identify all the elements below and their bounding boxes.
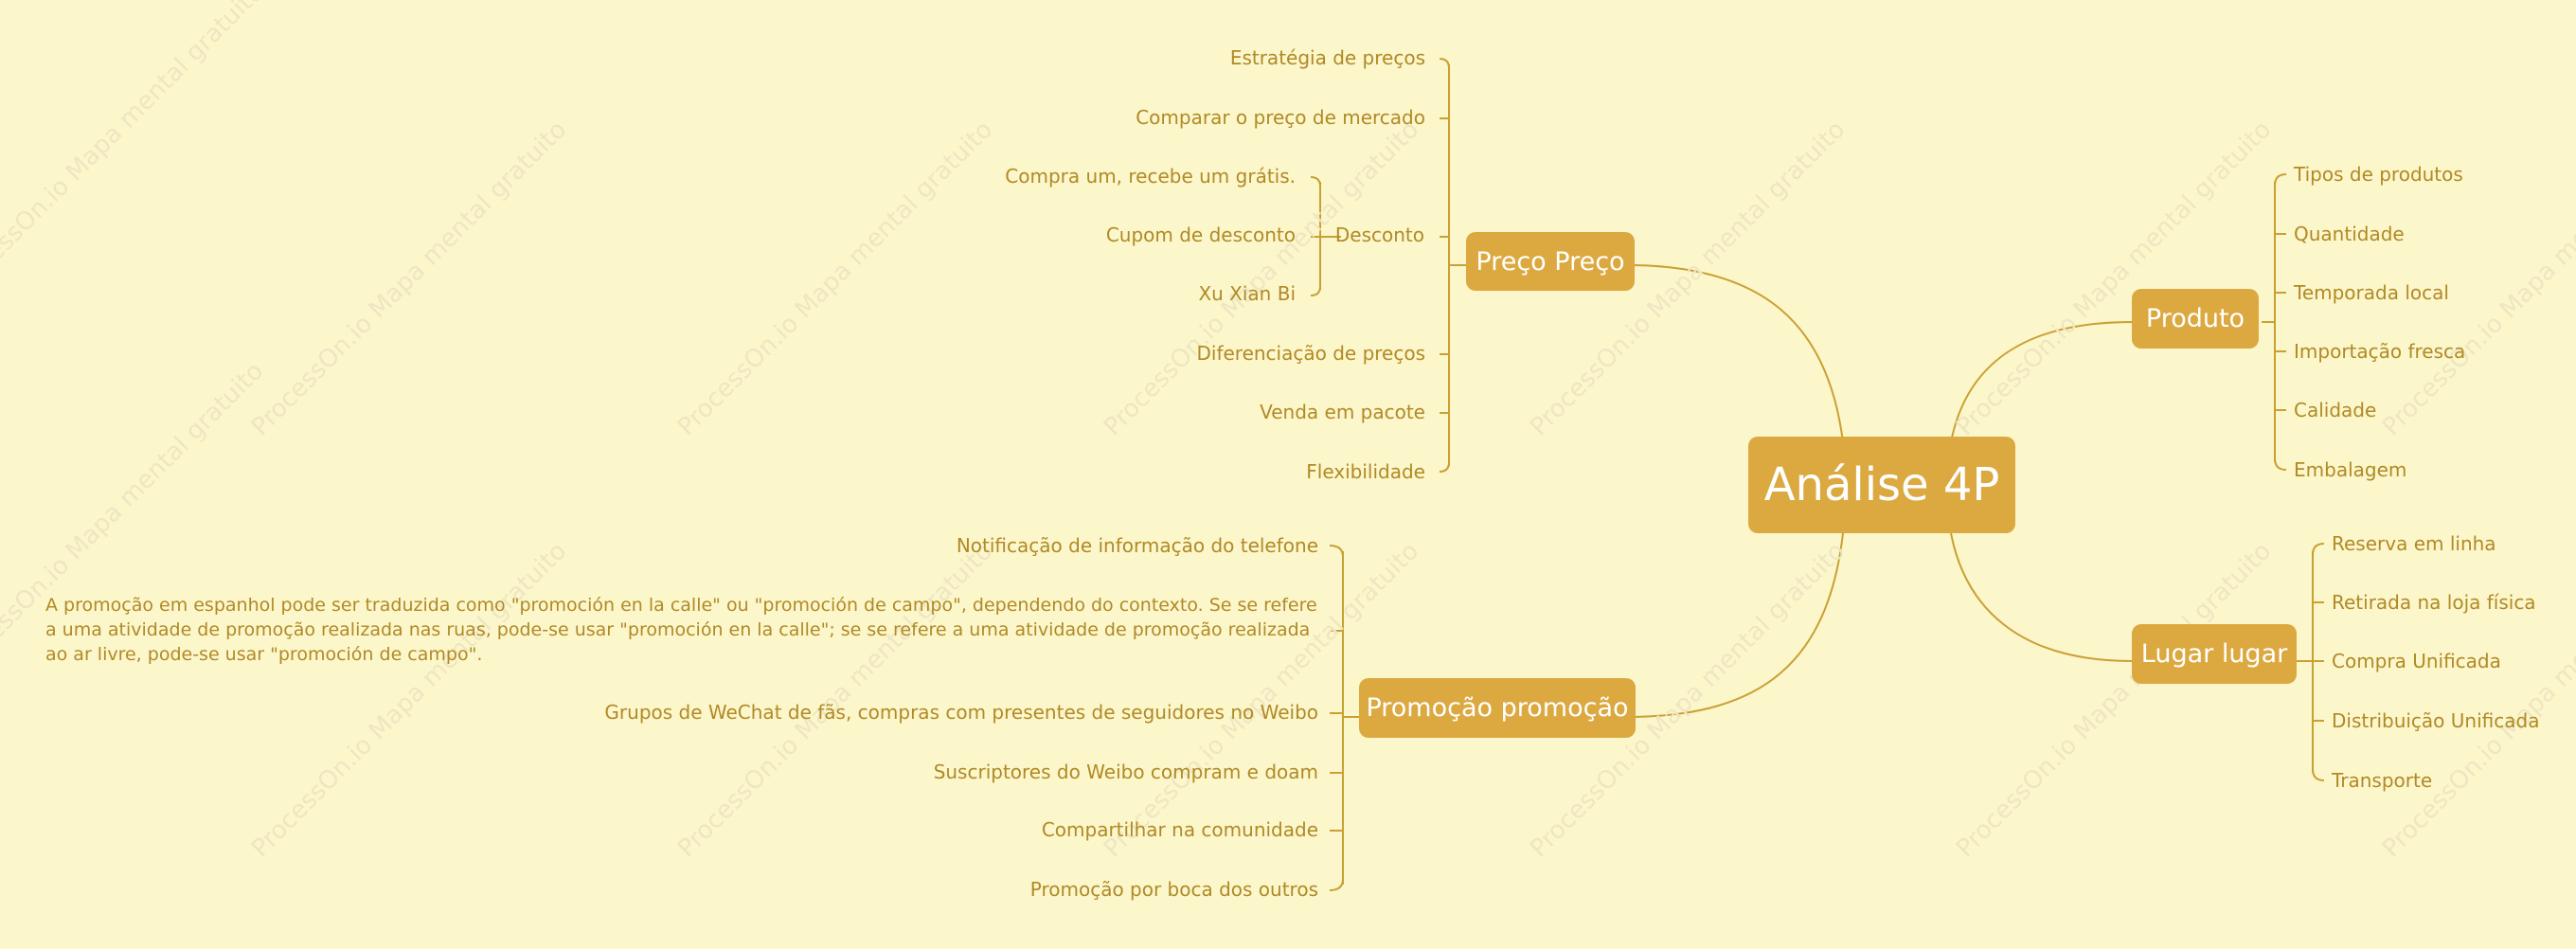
line-root-price [1633, 264, 1844, 443]
line-price-bracket [1439, 58, 1466, 473]
leaf-price-strategy[interactable]: Estratégia de preços [1229, 46, 1425, 69]
leaf-place-distribution[interactable]: Distribuição Unificada [2332, 709, 2540, 732]
leaf-product-quantity[interactable]: Quantidade [2294, 223, 2405, 245]
line-discount-bracket [1310, 176, 1341, 296]
branch-place[interactable]: Lugar lugar [2132, 624, 2297, 684]
leaf-promo-community[interactable]: Compartilhar na comunidade [1041, 818, 1318, 841]
leaf-place-purchase[interactable]: Compra Unificada [2332, 650, 2501, 672]
leaf-price-compare[interactable]: Comparar o preço de mercado [1136, 106, 1425, 129]
line-product-bracket [2262, 173, 2287, 471]
leaf-place-transport[interactable]: Transporte [2332, 769, 2433, 792]
leaf-promo-wechat[interactable]: Grupos de WeChat de fãs, compras com pre… [604, 701, 1318, 724]
branch-product[interactable]: Produto [2132, 289, 2259, 349]
leaf-product-packaging[interactable]: Embalagem [2294, 458, 2407, 481]
line-promotion-bracket [1329, 545, 1359, 891]
leaf-promo-phone[interactable]: Notificação de informação do telefone [956, 534, 1318, 557]
leaf-price-differentiation[interactable]: Diferenciação de preços [1196, 342, 1425, 365]
leaf-place-pickup[interactable]: Retirada na loja física [2332, 591, 2536, 614]
line-place-bracket [2296, 543, 2325, 781]
leaf-discount-xuxianbi[interactable]: Xu Xian Bi [1198, 282, 1296, 305]
leaf-promo-weibo[interactable]: Suscriptores do Weibo compram e doam [933, 761, 1318, 783]
line-root-product [1950, 321, 2133, 443]
line-root-place [1950, 532, 2133, 662]
leaf-product-season[interactable]: Temporada local [2294, 281, 2449, 304]
leaf-place-online[interactable]: Reserva em linha [2332, 532, 2496, 555]
leaf-discount-bogo[interactable]: Compra um, recebe um grátis. [1005, 165, 1296, 188]
leaf-product-quality[interactable]: Calidade [2294, 399, 2377, 421]
leaf-price-flexibility[interactable]: Flexibilidade [1306, 460, 1425, 483]
branch-price[interactable]: Preço Preço [1466, 232, 1635, 291]
leaf-promo-spanish[interactable]: A promoção em espanhol pode ser traduzid… [45, 595, 1317, 665]
root-node[interactable]: Análise 4P [1748, 437, 2015, 533]
leaf-discount-coupon[interactable]: Cupom de desconto [1105, 224, 1296, 246]
branch-promotion[interactable]: Promoção promoção [1359, 678, 1636, 738]
leaf-product-import[interactable]: Importação fresca [2294, 340, 2466, 363]
leaf-discount[interactable]: Desconto [1334, 224, 1424, 246]
leaf-promo-wordofmouth[interactable]: Promoção por boca dos outros [1029, 878, 1318, 901]
leaf-price-bundle[interactable]: Venda em pacote [1260, 401, 1425, 423]
line-root-promotion [1633, 532, 1844, 718]
leaf-product-types[interactable]: Tipos de produtos [2294, 163, 2463, 186]
